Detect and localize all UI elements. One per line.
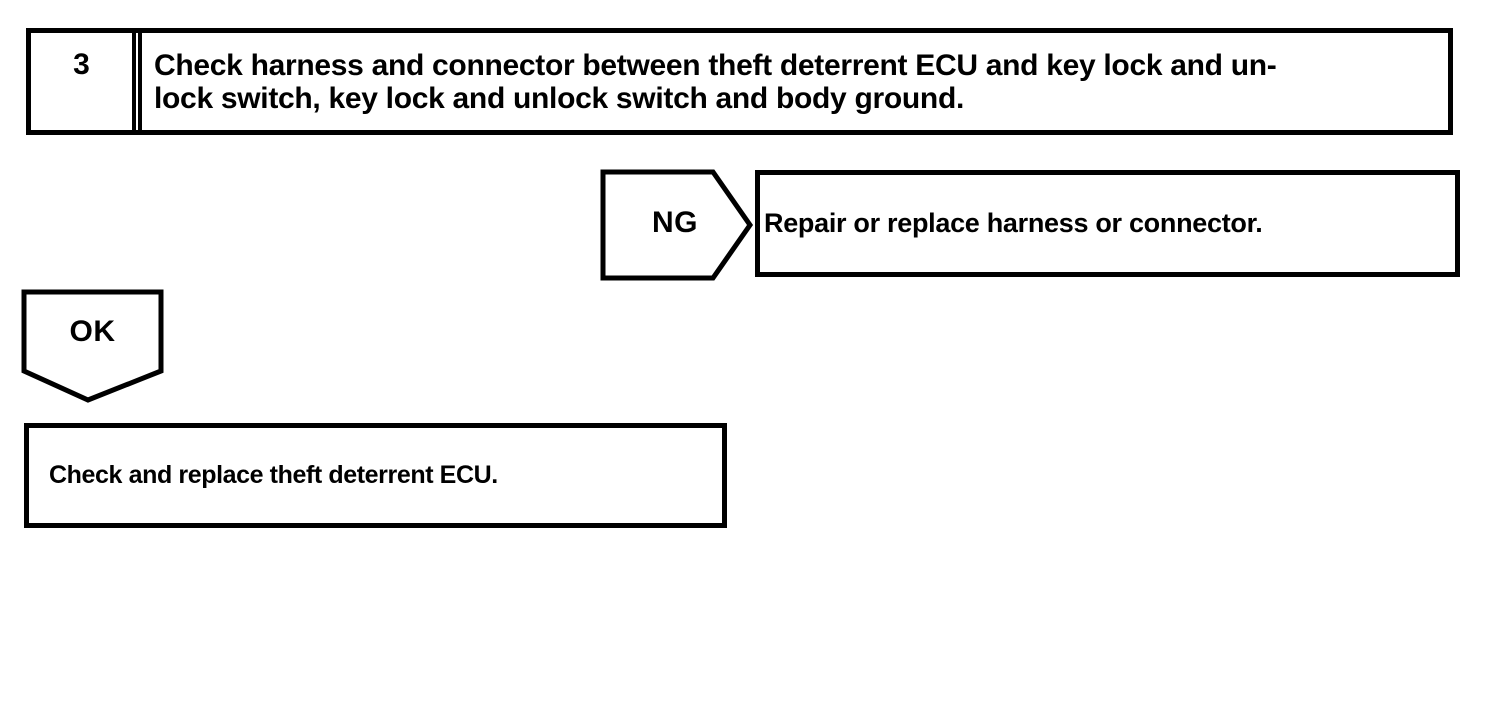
ok-action-box: Check and replace theft deterrent ECU. [24, 423, 727, 528]
step-instruction-line1: Check harness and connector between thef… [154, 48, 1277, 82]
ok-action-text: Check and replace theft deterrent ECU. [49, 461, 498, 489]
ng-action-box: Repair or replace harness or connector. [755, 170, 1460, 277]
ok-label: OK [69, 314, 116, 348]
ok-connector: OK [21, 289, 165, 404]
step-number: 3 [31, 33, 136, 130]
step-box: 3 Check harness and connector between th… [26, 28, 1453, 135]
ng-pentagon-icon [600, 169, 754, 281]
ok-pentagon-icon [21, 289, 164, 403]
ng-label: NG [652, 206, 698, 239]
step-instruction-line2: lock switch, key lock and unlock switch … [154, 81, 965, 115]
ng-connector: NG [600, 169, 755, 281]
ng-action-text: Repair or replace harness or connector. [764, 208, 1263, 238]
step-instruction: Check harness and connector between thef… [138, 33, 1448, 130]
